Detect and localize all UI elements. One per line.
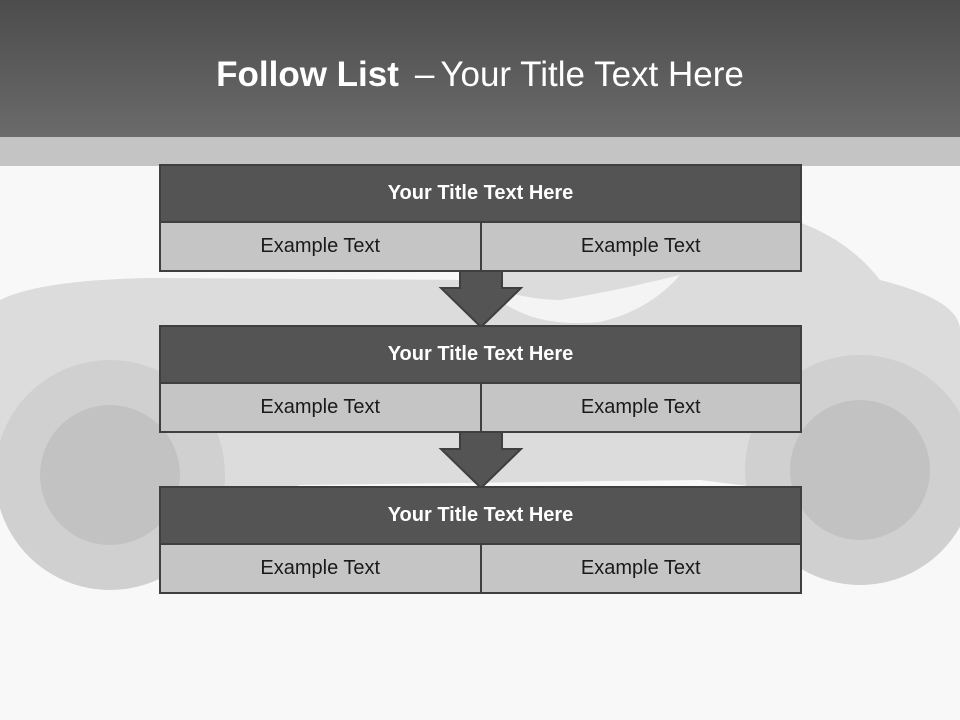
down-arrow-icon: [438, 270, 524, 329]
step-cell-right: Example Text: [479, 545, 800, 592]
step-box-1: Your Title Text Here Example Text Exampl…: [159, 164, 802, 272]
title-rest: Your Title Text Here: [440, 55, 744, 94]
step-cell-left: Example Text: [161, 384, 480, 431]
step-box-2: Your Title Text Here Example Text Exampl…: [159, 325, 802, 433]
step-box-3: Your Title Text Here Example Text Exampl…: [159, 486, 802, 594]
step-cells: Example Text Example Text: [161, 382, 800, 431]
slide-title: Follow List–Your Title Text Here: [0, 52, 960, 98]
step-cells: Example Text Example Text: [161, 543, 800, 592]
step-cells: Example Text Example Text: [161, 221, 800, 270]
header-band: [0, 0, 960, 137]
step-cell-right: Example Text: [479, 223, 800, 270]
title-dash: –: [414, 55, 435, 94]
car-window-gap: [480, 275, 680, 324]
step-cell-right: Example Text: [479, 384, 800, 431]
car-wheel-left-hub: [40, 405, 180, 545]
car-wheel-right-hub: [790, 400, 930, 540]
down-arrow-icon: [438, 431, 524, 490]
step-title: Your Title Text Here: [161, 327, 800, 382]
step-cell-left: Example Text: [161, 223, 480, 270]
step-title: Your Title Text Here: [161, 166, 800, 221]
step-cell-left: Example Text: [161, 545, 480, 592]
step-title: Your Title Text Here: [161, 488, 800, 543]
title-bold: Follow List: [216, 55, 399, 94]
header-strip: [0, 137, 960, 166]
